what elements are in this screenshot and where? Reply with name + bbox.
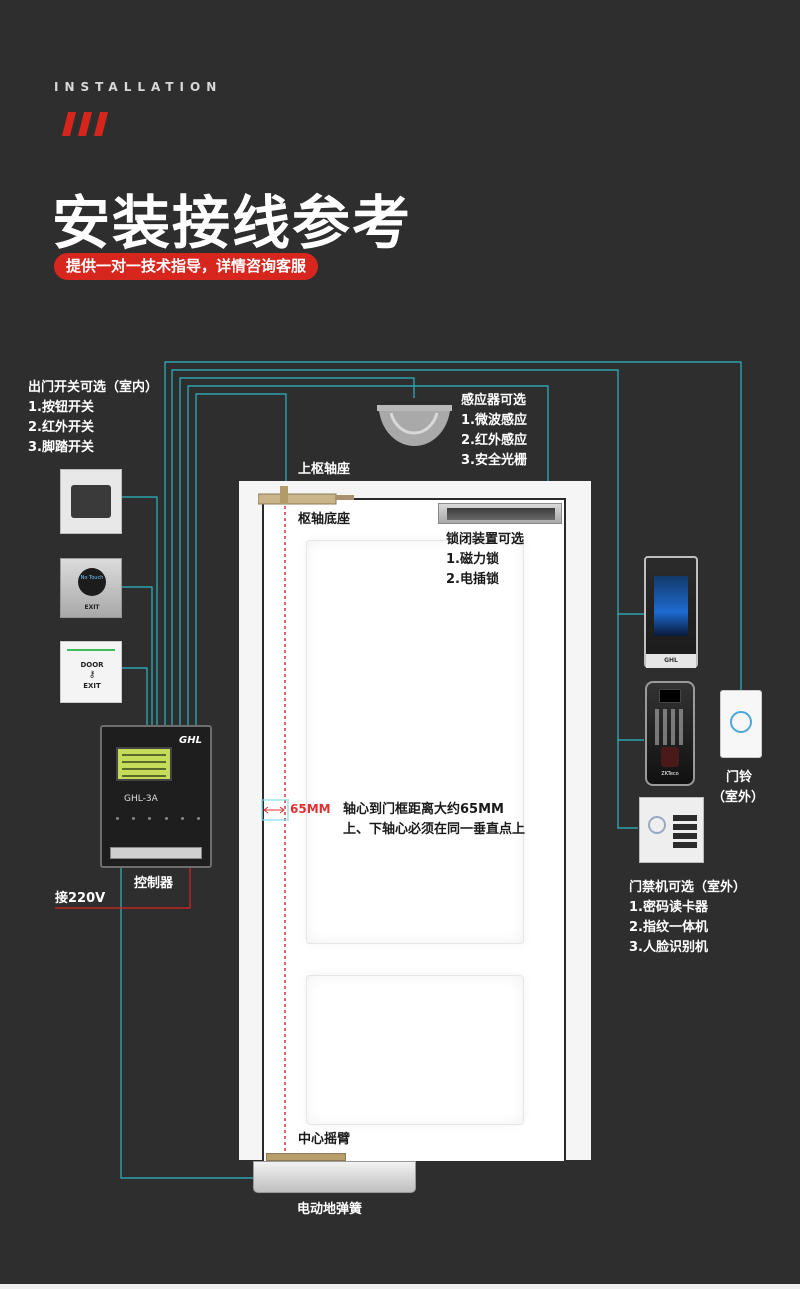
face-recognition-device: GHL [644,556,698,668]
exit-switch-item: 1.按钮开关 [28,400,94,415]
status-led [67,649,115,651]
door-label: DOOR [80,661,104,669]
controller-brand: GHL [179,735,202,746]
floor-spring [253,1161,416,1193]
pivot-base-label: 枢轴底座 [298,512,351,527]
exit-label: EXIT [84,604,100,611]
fingerprint-sensor-icon [661,747,679,767]
sensor-brand: No Touch [80,575,104,581]
infrared-exit-switch: No Touch EXIT [60,558,122,618]
doorbell-label-2: （室外） [712,790,765,805]
controller-label: 控制器 [134,876,174,891]
access-title: 门禁机可选（室外） [629,880,747,895]
exit-label: EXIT [83,682,101,690]
sensor-item: 1.微波感应 [461,413,527,428]
access-item: 1.密码读卡器 [629,900,708,915]
measure-note-2: 上、下轴心必须在同一垂直点上 [343,822,526,837]
terminal-block [110,847,202,859]
measure-note-1: 轴心到门框距离大约65MM [343,802,504,817]
lock-title: 锁闭装置可选 [446,532,525,547]
lcd-screen [116,747,172,781]
door-lower-panel [306,975,524,1125]
sensor-item: 2.红外感应 [461,433,527,448]
microwave-sensor [377,405,452,453]
bell-icon [730,711,752,733]
keypad-icon [673,814,697,848]
push-button-cap [71,485,111,518]
center-arm [266,1153,346,1161]
top-pivot-hardware [257,486,356,506]
eyebrow-text: INSTALLATION [54,80,223,94]
doorbell [720,690,762,758]
access-item: 2.指纹一体机 [629,920,708,935]
bottom-divider [0,1284,800,1289]
keypad-icon [655,709,685,745]
measure-value: 65MM [290,802,331,816]
face-screen [654,576,688,636]
access-item: 3.人脸识别机 [629,940,708,955]
rfid-icon [648,816,666,834]
lock-item: 1.磁力锁 [446,552,499,567]
fingerprint-device: ZKTeco [645,681,695,786]
center-arm-label: 中心摇臂 [298,1132,351,1147]
red-slashes-icon [62,112,108,136]
subtitle-badge: 提供一对一技术指导，详情咨询客服 [54,253,319,280]
top-pivot-label: 上枢轴座 [298,462,351,477]
sensor-item: 3.安全光栅 [461,453,527,468]
power-label: 接220V [55,891,106,906]
lock-item: 2.电插锁 [446,572,499,587]
fingerprint-display [659,689,681,703]
door-frame [262,498,566,1161]
card-reader [639,797,704,863]
magnetic-lock [438,503,562,524]
exit-switch-item: 3.脚踏开关 [28,440,94,455]
dome-sensor-icon [377,405,452,447]
controller-unit: GHL GHL-3A [100,725,212,868]
page-title: 安装接线参考 [52,189,413,257]
doorbell-label: 门铃 [726,770,753,785]
door-exit-button: DOOR ⚷ EXIT [60,641,122,703]
sensor-title: 感应器可选 [461,393,527,408]
face-device-brand: GHL [646,654,696,668]
exit-switch-item: 2.红外开关 [28,420,94,435]
push-button-switch [60,469,122,534]
pivot-icon [257,486,354,505]
lock-plate [447,508,555,520]
exit-switch-title: 出门开关可选（室内） [28,380,159,395]
controller-model: GHL-3A [124,794,158,804]
finger-device-brand: ZKTeco [661,771,679,777]
key-icon: ⚷ [88,670,96,680]
infrared-sensor-icon [78,568,106,596]
floor-spring-label: 电动地弹簧 [297,1202,363,1217]
controller-buttons [116,817,200,829]
door-upper-panel [306,540,524,944]
